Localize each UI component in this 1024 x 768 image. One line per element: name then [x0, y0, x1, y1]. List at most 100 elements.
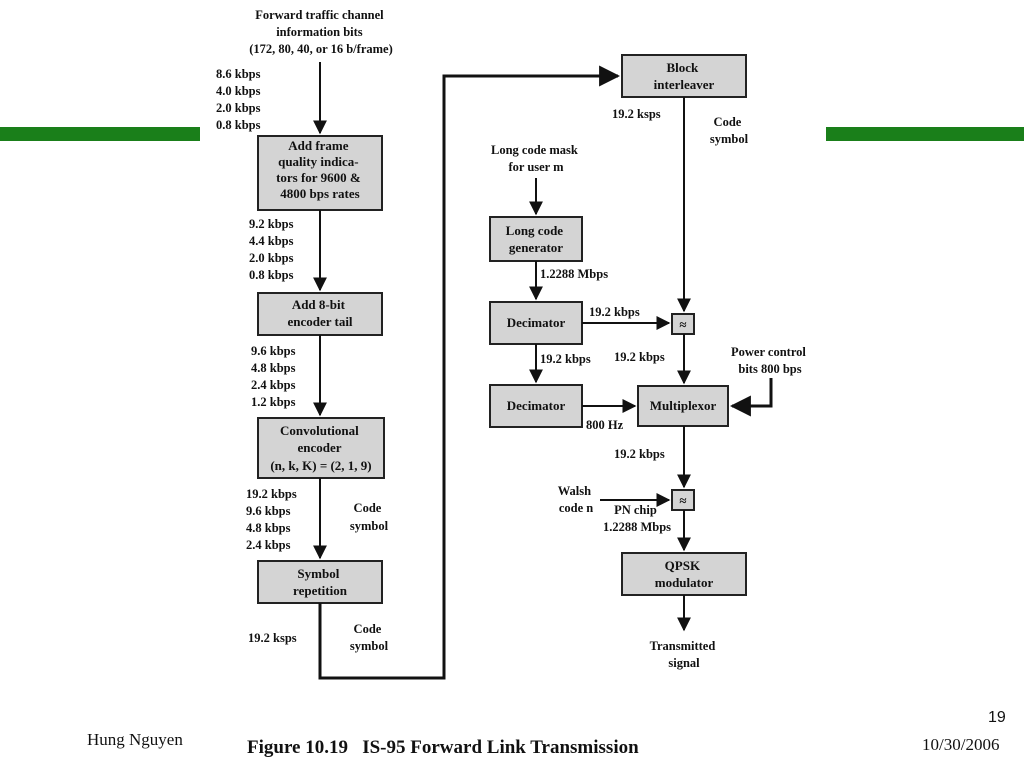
svg-text:Add 8-bit encoder tail: Add 8-bit encoder tail	[287, 297, 352, 329]
page-number: 19	[988, 709, 1006, 726]
label-line: Transmitted	[650, 639, 716, 653]
rate-line: 2.0 kbps	[216, 101, 261, 115]
rate-line: 1.2 kbps	[251, 395, 296, 409]
source-title-line: Forward traffic channel	[255, 8, 384, 22]
label-line: Long code mask	[491, 143, 578, 157]
rate-decimator2-out: 800 Hz	[586, 418, 624, 432]
block-multiplexor: Multiplexor	[637, 385, 729, 427]
code-symbol-label-1: Code symbol	[350, 501, 389, 533]
xor-combiner-1: ≈	[671, 313, 695, 335]
svg-text:QPSK modulator: QPSK modulator	[655, 558, 714, 590]
block-line: interleaver	[654, 77, 715, 92]
block-long-code-generator: Long code generator	[489, 216, 583, 262]
rate-mux-out: 19.2 kbps	[614, 447, 665, 461]
xor-combiner-2: ≈	[671, 489, 695, 511]
rate-line: 19.2 kbps	[246, 487, 297, 501]
rate-line: 0.8 kbps	[249, 268, 294, 282]
rate-long-code: 1.2288 Mbps	[540, 267, 608, 281]
label-line: Code	[354, 622, 382, 636]
svg-text:Block interleaver: Block interleaver	[654, 60, 715, 92]
block-line: Long code	[506, 223, 564, 238]
label-line: symbol	[710, 132, 749, 146]
svg-text:Add frame quality indica: Add frame quality indica- tors for 9600 …	[276, 138, 364, 201]
rates-after-tail: 9.6 kbps 4.8 kbps 2.4 kbps 1.2 kbps	[251, 344, 299, 409]
rate-line: 4.8 kbps	[251, 361, 296, 375]
rate-decimator1-down: 19.2 kbps	[540, 352, 591, 366]
green-bar-right	[826, 127, 1024, 141]
block-line: repetition	[293, 583, 348, 598]
rates-after-conv: 19.2 kbps 9.6 kbps 4.8 kbps 2.4 kbps	[246, 487, 300, 552]
footer-date: 10/30/2006	[922, 735, 1000, 754]
rate-line: 2.4 kbps	[246, 538, 291, 552]
block-line: Multiplexor	[650, 398, 717, 413]
block-interleaver: Block interleaver	[621, 54, 747, 98]
block-decimator-1: Decimator	[489, 301, 583, 345]
rate-decimator1-out: 19.2 kbps	[589, 305, 640, 319]
rate-line: 4.4 kbps	[249, 234, 294, 248]
block-line: encoder	[297, 440, 341, 455]
block-line: (n, k, K) = (2, 1, 9)	[270, 458, 371, 473]
source-title-line: information bits	[276, 25, 363, 39]
svg-text:Long code generator: Long code generator	[506, 223, 567, 255]
label-line: Code	[354, 501, 382, 515]
label-line: Power control	[731, 345, 806, 359]
block-line: 4800 bps rates	[280, 186, 359, 201]
label-line: symbol	[350, 639, 389, 653]
label-line: for user m	[508, 160, 564, 174]
block-line: Decimator	[507, 398, 566, 413]
label-line: symbol	[350, 519, 389, 533]
green-bar-left	[0, 127, 200, 141]
label-line: code n	[559, 501, 593, 515]
label-line: Code	[714, 115, 742, 129]
label-line: 1.2288 Mbps	[603, 520, 671, 534]
rate-line: 9.6 kbps	[251, 344, 296, 358]
source-title-line: (172, 80, 40, or 16 b/frame)	[249, 42, 393, 56]
walsh-code-label: Walsh code n	[558, 484, 594, 515]
rates-input: 8.6 kbps 4.0 kbps 2.0 kbps 0.8 kbps	[216, 67, 264, 132]
svg-text:Convolutional encoder: Convolutional encoder (n, k, K) = (2, 1,…	[270, 423, 371, 473]
rate-line: 9.6 kbps	[246, 504, 291, 518]
arrow-repetition-to-interleaver	[318, 65, 621, 680]
block-line: Decimator	[507, 315, 566, 330]
rate-after-repetition: 19.2 ksps	[248, 631, 297, 645]
block-conv-encoder: Convolutional encoder (n, k, K) = (2, 1,…	[257, 417, 385, 479]
rate-line: 0.8 kbps	[216, 118, 261, 132]
figure-caption: Figure 10.19 IS-95 Forward Link Transmis…	[247, 737, 639, 758]
rates-after-quality: 9.2 kbps 4.4 kbps 2.0 kbps 0.8 kbps	[249, 217, 297, 282]
rate-line: 4.8 kbps	[246, 521, 291, 535]
power-control-label: Power control bits 800 bps	[731, 345, 809, 376]
label-line: PN chip	[614, 503, 657, 517]
long-code-mask-label: Long code mask for user m	[491, 143, 581, 174]
block-line: QPSK	[665, 558, 701, 573]
rate-line: 8.6 kbps	[216, 67, 261, 81]
block-line: Convolutional	[280, 423, 359, 438]
code-symbol-label-2: Code symbol	[350, 622, 389, 653]
block-symbol-repetition: Symbol repetition	[257, 560, 383, 604]
block-line: generator	[509, 240, 563, 255]
xor-symbol: ≈	[679, 317, 686, 332]
block-line: quality indica-	[278, 154, 359, 169]
block-encoder-tail: Add 8-bit encoder tail	[257, 292, 383, 336]
block-line: tors for 9600 &	[276, 170, 361, 185]
block-line: encoder tail	[287, 314, 352, 329]
code-symbol-label-3: Code symbol	[710, 115, 749, 146]
block-line: Symbol	[297, 566, 339, 581]
footer-author: Hung Nguyen	[87, 730, 183, 749]
label-line: bits 800 bps	[738, 362, 801, 376]
block-line: Block	[666, 60, 699, 75]
label-line: Walsh	[558, 484, 591, 498]
rate-line: 4.0 kbps	[216, 84, 261, 98]
transmitted-signal-label: Transmitted signal	[650, 639, 719, 670]
rate-line: 9.2 kbps	[249, 217, 294, 231]
block-line: modulator	[655, 575, 714, 590]
arrow-power-control-to-mux	[729, 378, 773, 417]
rate-line: 2.0 kbps	[249, 251, 294, 265]
xor-symbol: ≈	[679, 493, 686, 508]
rate-interleaver-out: 19.2 ksps	[612, 107, 661, 121]
block-line: Add 8-bit	[292, 297, 346, 312]
source-title: Forward traffic channel information bits…	[249, 8, 393, 56]
block-frame-quality: Add frame quality indica- tors for 9600 …	[257, 135, 383, 211]
rate-xor1-out: 19.2 kbps	[614, 350, 665, 364]
rate-line: 2.4 kbps	[251, 378, 296, 392]
